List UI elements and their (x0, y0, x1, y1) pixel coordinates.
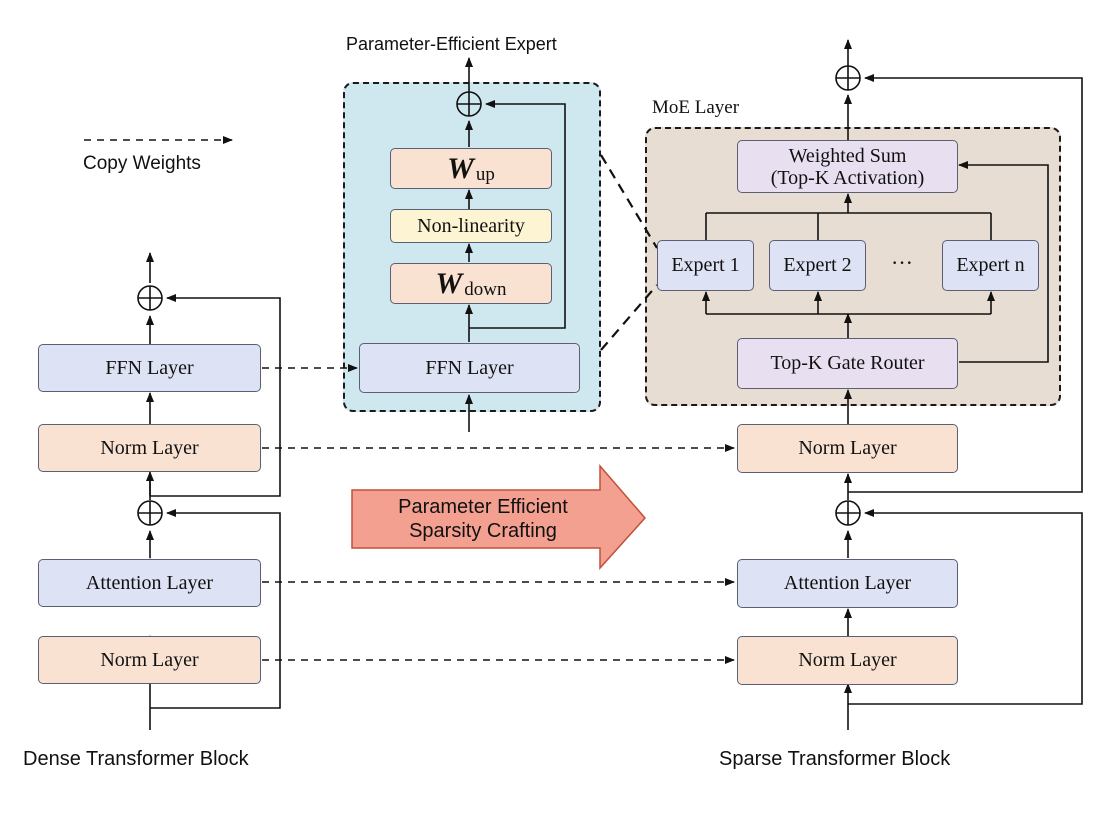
w-up-symbol: W (447, 151, 474, 185)
big-arrow-shape (351, 463, 647, 570)
expert-1-box: Expert 1 (657, 240, 754, 291)
expert-ellipsis: ··· (891, 250, 913, 275)
big-arrow-label: Parameter Efficient Sparsity Crafting (352, 488, 614, 550)
expert-ffn-layer: FFN Layer (359, 343, 580, 393)
weighted-sum-box: Weighted Sum (Top-K Activation) (737, 140, 958, 193)
dense-attention-layer: Attention Layer (38, 559, 261, 607)
big-arrow-line2: Sparsity Crafting (409, 520, 557, 542)
sparse-block-label: Sparse Transformer Block (719, 748, 951, 770)
gate-router-box: Top-K Gate Router (737, 338, 958, 389)
w-down-symbol: W (435, 266, 463, 300)
dense-ffn-layer: FFN Layer (38, 344, 261, 392)
sparse-norm-layer-1: Norm Layer (737, 636, 958, 685)
expert-n-box: Expert n (942, 240, 1039, 291)
non-linearity-box: Non-linearity (390, 209, 552, 243)
sparse-attention-layer: Attention Layer (737, 559, 958, 608)
w-down-subscript: down (464, 278, 507, 300)
dense-norm-layer-2: Norm Layer (38, 424, 261, 472)
w-up-subscript: up (475, 163, 495, 185)
weighted-sum-line1: Weighted Sum (788, 144, 907, 167)
copy-weights-label: Copy Weights (83, 153, 201, 174)
moe-layer-title: MoE Layer (652, 97, 740, 118)
weighted-sum-line2: (Top-K Activation) (770, 166, 925, 189)
sparse-norm-layer-2: Norm Layer (737, 424, 958, 473)
dense-block-label: Dense Transformer Block (23, 748, 249, 770)
pe-expert-title: Parameter-Efficient Expert (346, 34, 557, 54)
dense-norm-layer-1: Norm Layer (38, 636, 261, 684)
expert-2-box: Expert 2 (769, 240, 866, 291)
big-arrow-line1: Parameter Efficient (398, 496, 568, 518)
